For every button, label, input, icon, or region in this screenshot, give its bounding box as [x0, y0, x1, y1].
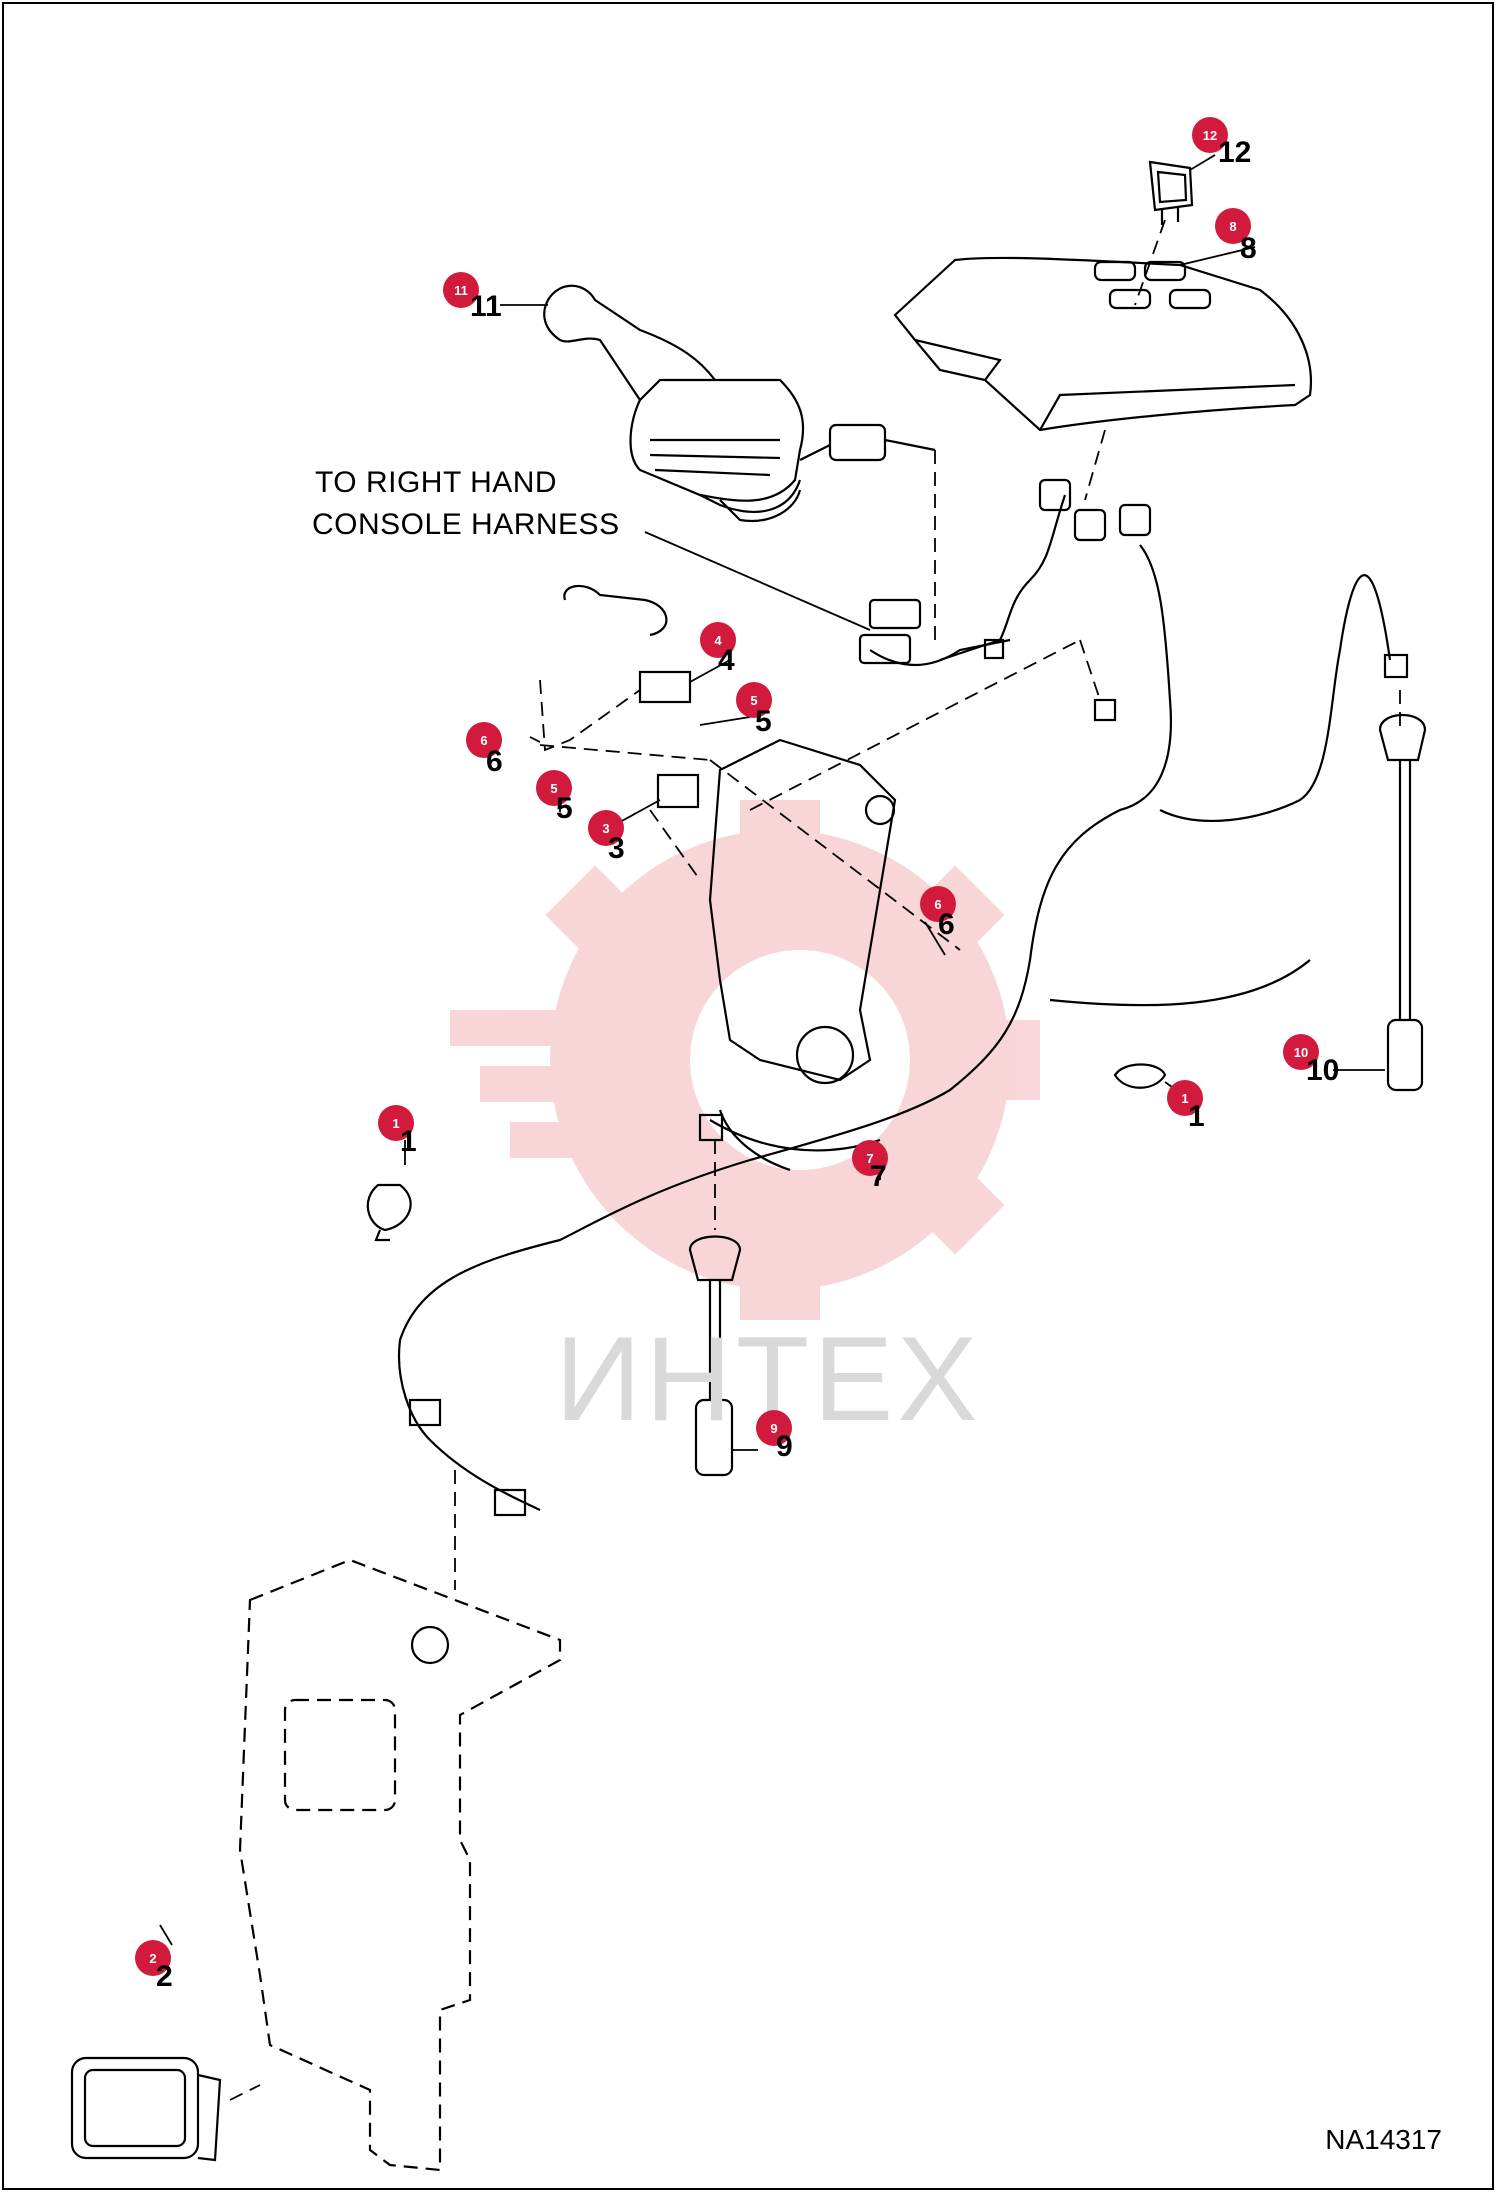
console-cover-part-8	[893, 256, 1312, 432]
callout-badge-4[interactable]: 4	[700, 622, 736, 658]
callout-number-5b: 5	[556, 792, 573, 825]
display-panel-part-2	[70, 2056, 222, 2162]
callout-number-4: 4	[718, 644, 735, 677]
rocker-switch-part-12	[1148, 160, 1194, 225]
lower-bracket	[238, 1558, 562, 2172]
callout-badge-11[interactable]: 11	[443, 272, 479, 308]
callout-number-10: 10	[1306, 1054, 1340, 1087]
harness-note-line2: CONSOLE HARNESS	[312, 508, 620, 541]
callout-badge-1a[interactable]: 1	[378, 1105, 414, 1141]
sensor-part-10	[1378, 713, 1427, 1092]
callout-badge-6a[interactable]: 6	[466, 722, 502, 758]
callout-number-9: 9	[776, 1430, 793, 1463]
bracket-part-4	[563, 584, 700, 809]
figure-id: NA14317	[1325, 2124, 1442, 2155]
callout-number-8: 8	[1240, 232, 1257, 265]
dashed-leaders	[229, 219, 1401, 2101]
callout-badge-1b[interactable]: 1	[1167, 1080, 1203, 1116]
joystick-part-11	[543, 284, 936, 523]
callout-number-7: 7	[870, 1160, 887, 1193]
callout-number-2: 2	[156, 1960, 173, 1993]
callout-badge-8[interactable]: 8	[1215, 208, 1251, 244]
callout-badge-5b[interactable]: 5	[536, 770, 572, 806]
callout-number-12: 12	[1218, 136, 1252, 169]
mounting-bracket	[708, 738, 897, 1085]
callout-number-3: 3	[608, 832, 625, 865]
sensor-part-9	[688, 1235, 742, 1477]
callout-badge-9[interactable]: 9	[756, 1410, 792, 1446]
callout-badge-2[interactable]: 2	[135, 1940, 171, 1976]
callout-number-1a: 1	[400, 1125, 417, 1158]
callout-badge-5a[interactable]: 5	[736, 682, 772, 718]
callout-badge-7[interactable]: 7	[852, 1140, 888, 1176]
callout-number-11: 11	[470, 290, 502, 323]
callout-number-6b: 6	[938, 908, 955, 941]
clamp-part-1	[366, 1063, 1167, 1242]
callout-number-1b: 1	[1188, 1100, 1205, 1133]
watermark-gear-hole	[690, 950, 910, 1170]
callout-number-6a: 6	[486, 745, 503, 778]
callout-badge-10[interactable]: 10	[1283, 1034, 1319, 1070]
callout-badge-3[interactable]: 3	[588, 810, 624, 846]
wiring-harness-part-7	[398, 478, 1409, 1517]
callout-number-5a: 5	[755, 705, 772, 738]
callout-badge-6b[interactable]: 6	[920, 886, 956, 922]
harness-note-line1: TO RIGHT HAND	[315, 466, 558, 499]
callout-badge-12[interactable]: 12	[1192, 117, 1228, 153]
